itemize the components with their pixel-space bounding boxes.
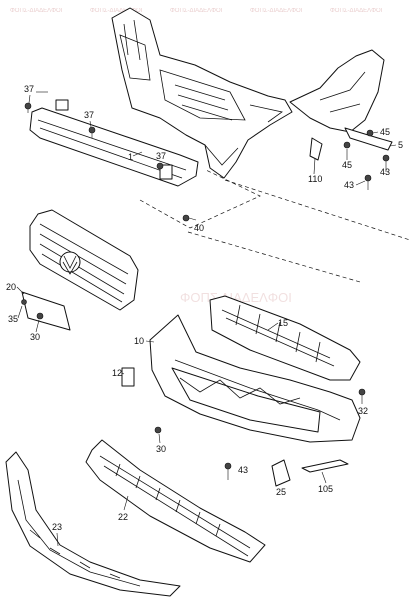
clip-45 bbox=[343, 141, 351, 149]
trim-parts-25-105 bbox=[271, 459, 349, 487]
screw-37 bbox=[156, 162, 164, 170]
bumper-cover-part-10 bbox=[121, 314, 366, 480]
watermark: ΦΟΠΣ-ΔΙΑΔΕΛΦΟΙ bbox=[90, 8, 143, 14]
screw-30 bbox=[36, 312, 44, 320]
trim-25 bbox=[271, 459, 291, 487]
callout-45b: 45 bbox=[342, 160, 352, 170]
watermark: ΦΟΠΣ-ΔΙΑΔΕΛΦΟΙ bbox=[170, 8, 223, 14]
callout-23: 23 bbox=[52, 522, 62, 532]
callout-35: 35 bbox=[8, 314, 18, 324]
fasteners-top bbox=[24, 102, 390, 222]
callout-45a: 45 bbox=[380, 127, 390, 137]
bracket-110 bbox=[309, 137, 323, 161]
callout-110: 110 bbox=[308, 174, 322, 184]
callout-37c: 37 bbox=[156, 151, 166, 161]
callout-1: 1 bbox=[128, 152, 133, 162]
watermark-center: ΦΟΠΣ ΔΙΑΔΕΛΦΟΙ bbox=[180, 290, 292, 305]
lower-spoiler-part-23 bbox=[5, 451, 181, 597]
callout-32: 32 bbox=[358, 406, 368, 416]
callout-37b: 37 bbox=[84, 110, 94, 120]
callout-22: 22 bbox=[118, 512, 128, 522]
clip-35 bbox=[21, 299, 27, 305]
lower-grille-part-22 bbox=[85, 439, 266, 563]
energy-absorber-part-15 bbox=[209, 295, 361, 381]
front-carrier-part-1 bbox=[111, 7, 293, 179]
callout-25: 25 bbox=[276, 487, 286, 497]
cover-12 bbox=[121, 367, 135, 387]
watermark: ΦΟΠΣ-ΔΙΑΔΕΛΦΟΙ bbox=[10, 8, 63, 14]
screw-43 bbox=[224, 462, 232, 470]
trim-105 bbox=[301, 459, 349, 473]
screw-32 bbox=[358, 388, 366, 396]
callout-30a: 30 bbox=[30, 332, 40, 342]
watermark-layer: ΦΟΠΣ-ΔΙΑΔΕΛΦΟΙ ΦΟΠΣ-ΔΙΑΔΕΛΦΟΙ ΦΟΠΣ-ΔΙΑΔΕ… bbox=[10, 8, 383, 305]
callout-5: 5 bbox=[398, 140, 403, 150]
screw-43 bbox=[382, 154, 390, 162]
screw-43 bbox=[364, 174, 372, 182]
callout-labels: 37 37 1 37 45 5 45 43 110 43 40 20 35 30… bbox=[6, 84, 403, 547]
callout-43b: 43 bbox=[344, 180, 354, 190]
screw-37 bbox=[24, 102, 32, 110]
clip-45 bbox=[366, 129, 374, 137]
bracket bbox=[159, 164, 173, 180]
impact-bar bbox=[29, 99, 199, 187]
assembly-guide-lines bbox=[139, 169, 411, 283]
callout-12: 12 bbox=[112, 368, 122, 378]
callout-37a: 37 bbox=[24, 84, 34, 94]
callout-30b: 30 bbox=[156, 444, 166, 454]
callout-10: 10 bbox=[134, 336, 144, 346]
callout-40: 40 bbox=[194, 223, 204, 233]
clip-30 bbox=[154, 426, 162, 434]
bracket bbox=[55, 99, 69, 111]
callout-43a: 43 bbox=[380, 167, 390, 177]
callout-105: 105 bbox=[318, 484, 333, 494]
vw-emblem bbox=[59, 251, 81, 273]
screw-40 bbox=[182, 214, 190, 222]
callout-43c: 43 bbox=[238, 465, 248, 475]
plate-bracket-part-20 bbox=[21, 291, 71, 331]
screw-37 bbox=[88, 126, 96, 134]
watermark: ΦΟΠΣ-ΔΙΑΔΕΛΦΟΙ bbox=[330, 8, 383, 14]
wing-bracket-part-5 bbox=[289, 49, 393, 161]
callout-20: 20 bbox=[6, 282, 16, 292]
watermark: ΦΟΠΣ-ΔΙΑΔΕΛΦΟΙ bbox=[250, 8, 303, 14]
callout-15: 15 bbox=[278, 318, 288, 328]
grille bbox=[29, 209, 139, 311]
